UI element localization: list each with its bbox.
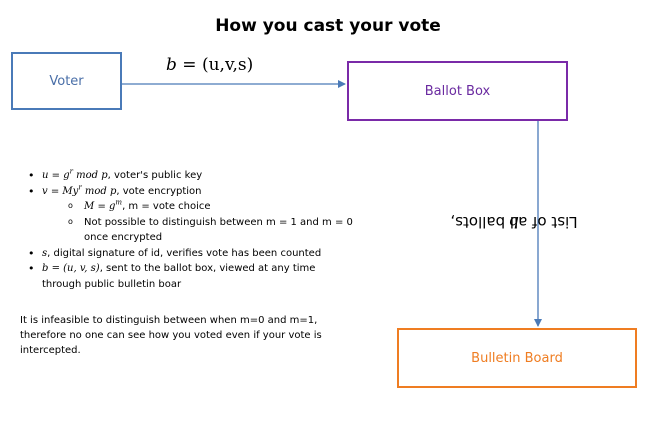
list-item: v = Myr mod p, vote encryption xyxy=(24,184,354,200)
math-g: g xyxy=(109,201,116,212)
ballot-box-node: Ballot Box xyxy=(347,61,568,121)
voter-node: Voter xyxy=(11,52,122,110)
sub-list-item-text: Not possible to distinguish between m = … xyxy=(84,216,353,244)
voter-label: Voter xyxy=(49,73,84,89)
ballot-list-var: b xyxy=(509,213,519,231)
math-v: v xyxy=(42,185,48,197)
math-sup: m xyxy=(115,198,123,207)
math-b-tuple: b = (u, v, s) xyxy=(42,263,100,274)
math-mod: mod p xyxy=(76,170,108,181)
list-item-text: , vote encryption xyxy=(116,185,202,197)
edge-tuple: (u,v,s) xyxy=(201,55,254,75)
bulletin-board-node: Bulletin Board xyxy=(397,328,637,388)
list-item-text: , sent to the ballot box, viewed at any … xyxy=(42,263,316,290)
list-item: s, digital signature of id, verifies vot… xyxy=(24,246,354,262)
list-item-text: , voter's public key xyxy=(107,170,203,181)
math-sup: r xyxy=(78,183,82,192)
math-M: M xyxy=(84,201,95,212)
list-item: b = (u, v, s), sent to the ballot box, v… xyxy=(24,261,354,292)
math-eq: = xyxy=(51,170,61,181)
sub-list-item-text: , m = vote choice xyxy=(122,201,211,212)
explanation-list: u = gr mod p, voter's public key v = Myr… xyxy=(24,168,354,292)
math-sup: r xyxy=(69,167,73,176)
math-eq: = xyxy=(50,185,60,197)
sub-list-item: M = gm, m = vote choice xyxy=(24,198,354,215)
math-s: s xyxy=(42,247,48,259)
ballot-box-label: Ballot Box xyxy=(424,83,491,99)
ballot-tuple-label: b = (u,v,s) xyxy=(166,55,253,75)
math-eq: = xyxy=(97,201,106,212)
sub-list-item: Not possible to distinguish between m = … xyxy=(24,214,354,246)
edge-var-b: b xyxy=(166,55,177,75)
math-g: g xyxy=(63,170,70,181)
diagram-title: How you cast your vote xyxy=(215,16,441,36)
math-my: My xyxy=(62,185,79,197)
edge-equals: = xyxy=(182,55,197,75)
list-item: u = gr mod p, voter's public key xyxy=(24,168,354,184)
infeasibility-note: It is infeasible to distinguish between … xyxy=(20,315,322,356)
math-mod: mod p xyxy=(84,185,117,197)
list-item-text: , digital signature of id, verifies vote… xyxy=(47,247,322,259)
bulletin-board-label: Bulletin Board xyxy=(471,350,563,366)
math-u: u xyxy=(42,170,49,181)
